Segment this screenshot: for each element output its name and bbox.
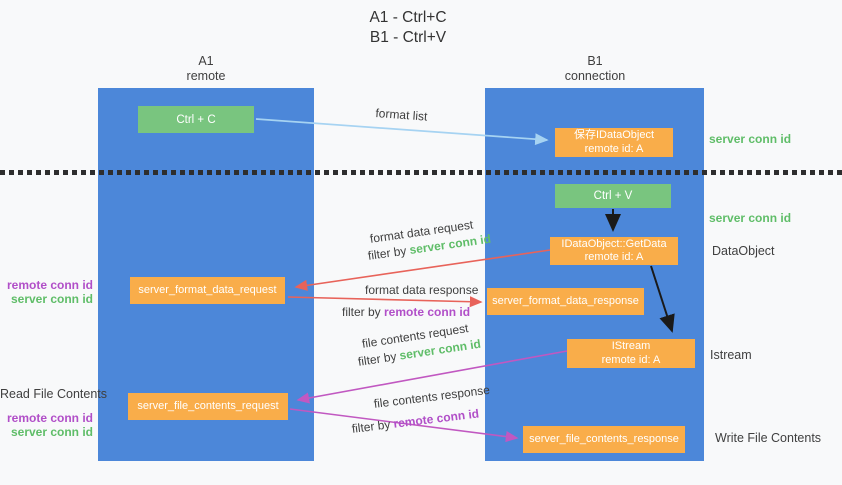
remote-conn-id-text: remote conn id	[392, 406, 480, 431]
lifeline-a1-role: remote	[186, 69, 226, 83]
node-server-format-data-response: server_format_data_response	[487, 288, 644, 315]
filter-prefix-text: filter by	[342, 305, 385, 319]
filter-by-remote-conn-id-label-2: filter by remote conn id	[351, 406, 480, 435]
server-conn-id-annotation-left-1: server conn id	[10, 292, 93, 306]
title-line-b1: B1 - Ctrl+V	[369, 29, 447, 46]
server-conn-id-annotation-mid: server conn id	[709, 211, 792, 225]
node-file-request-label: server_file_contents_request	[137, 399, 279, 412]
node-ctrl-v-label: Ctrl + V	[593, 190, 633, 202]
remote-conn-id-annotation-left-1: remote conn id	[6, 278, 93, 292]
filter-prefix-text: filter by	[357, 348, 401, 369]
server-conn-id-annotation-top: server conn id	[709, 132, 792, 146]
node-save-idataobject: 保存IDataObject remote id: A	[555, 128, 673, 157]
server-conn-id-annotation-left-2: server conn id	[10, 425, 93, 439]
node-save-idataobject-subtitle: remote id: A	[584, 142, 644, 155]
format-list-label: format list	[375, 106, 428, 124]
node-format-request-label: server_format_data_request	[138, 283, 277, 296]
title-line-a1: A1 - Ctrl+C	[369, 9, 447, 26]
lifeline-a1-name: A1	[198, 54, 214, 68]
node-istream: IStream remote id: A	[567, 339, 695, 368]
lifeline-header-b1: B1 connection	[535, 54, 655, 84]
node-file-response-label: server_file_contents_response	[529, 432, 679, 445]
istream-annotation: Istream	[710, 348, 752, 362]
lifeline-header-a1: A1 remote	[146, 54, 266, 84]
read-file-contents-annotation: Read File Contents	[0, 387, 108, 401]
node-getdata-subtitle: remote id: A	[584, 251, 644, 263]
node-ctrl-c-label: Ctrl + C	[176, 113, 216, 126]
diagram-title: A1 - Ctrl+C B1 - Ctrl+V	[308, 8, 508, 48]
node-save-idataobject-title: 保存IDataObject	[573, 129, 655, 141]
filter-prefix-text: filter by	[351, 416, 395, 436]
node-server-format-data-request: server_format_data_request	[130, 277, 285, 304]
format-data-response-arrow	[287, 296, 483, 308]
node-format-response-label: server_format_data_response	[492, 294, 639, 307]
lifeline-b1-role: connection	[564, 69, 626, 83]
dataobject-annotation: DataObject	[712, 244, 775, 258]
remote-conn-id-annotation-left-2: remote conn id	[6, 411, 93, 425]
node-server-file-contents-response: server_file_contents_response	[523, 426, 685, 453]
node-istream-subtitle: remote id: A	[601, 353, 661, 366]
remote-conn-id-text: remote conn id	[384, 305, 471, 319]
node-getdata-title: IDataObject::GetData	[561, 237, 667, 250]
node-server-file-contents-request: server_file_contents_request	[128, 393, 288, 420]
node-idataobject-getdata: IDataObject::GetData remote id: A	[550, 237, 678, 265]
lifeline-b1-name: B1	[587, 54, 603, 68]
node-ctrl-c: Ctrl + C	[138, 106, 254, 133]
filter-by-remote-conn-id-label-1: filter by remote conn id	[342, 305, 470, 319]
dotted-separator-line	[0, 170, 842, 175]
node-istream-title: IStream	[611, 340, 651, 352]
format-data-response-label: format data response	[365, 283, 479, 297]
filter-prefix-text: filter by	[367, 243, 411, 263]
node-ctrl-v: Ctrl + V	[555, 184, 671, 208]
write-file-contents-annotation: Write File Contents	[715, 431, 822, 445]
